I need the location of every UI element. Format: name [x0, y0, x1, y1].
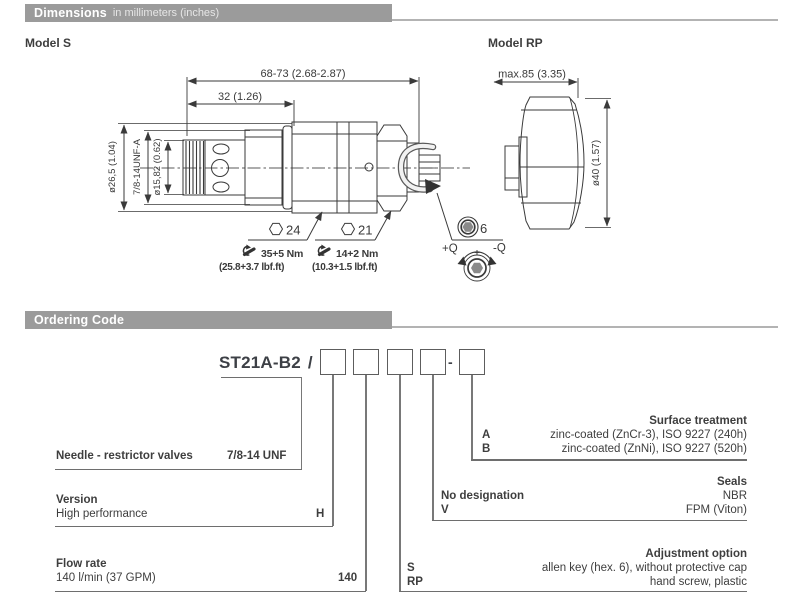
valve-type-rule: [55, 468, 302, 470]
version-rule: [55, 525, 333, 527]
adjustment-option-rp-code: RP: [407, 576, 423, 588]
torque-body-nm: 35+5 Nm: [261, 248, 303, 260]
dim-max-length: max.85 (3.35): [498, 69, 566, 81]
allen-socket-icon: [457, 216, 479, 238]
flow-rate-label: Flow rate: [56, 558, 107, 570]
flow-rate-code: 140: [338, 572, 358, 584]
connector-version: [332, 375, 334, 526]
allen-key-size-label: 6: [480, 221, 487, 236]
ordering-section-title: Ordering Code: [34, 313, 125, 327]
code-separator: /: [307, 353, 313, 372]
adjustment-title: Adjustment option: [645, 548, 747, 560]
connector-adjustment: [399, 375, 401, 591]
version-label: Version: [56, 494, 98, 506]
dimensions-header-rule: [392, 19, 778, 21]
surface-treatment-rule: [471, 459, 748, 461]
model-s-drawing: 24 35+5 Nm (25.8+3.7 lbf.ft) 21 14+2 Nm …: [107, 68, 506, 282]
version-description: High performance: [56, 508, 148, 520]
thread-spec-label: 7/8-14UNF-A: [132, 138, 143, 195]
locknut-hex: [376, 124, 408, 212]
model-rp-drawing: max.85 (3.35) ø40 (1.57): [493, 69, 611, 230]
torque-body-lbfft: (25.8+3.7 lbf.ft): [219, 262, 284, 273]
model-s-title: Model S: [25, 36, 72, 50]
connector-prefix-v: [301, 377, 303, 469]
valve-type-label: Needle - restrictor valves: [56, 450, 193, 462]
seals-rule: [432, 519, 748, 522]
dim-knob-diameter: ø40 (1.57): [591, 140, 602, 186]
hex-locknut-size-label: 21: [358, 223, 372, 238]
code-box-surface: [459, 349, 485, 375]
version-code: H: [316, 508, 325, 520]
seals-option-none-text: NBR: [722, 490, 747, 502]
flow-increase-label: +Q: [442, 243, 458, 255]
code-box-flow-rate: [353, 349, 379, 375]
code-prefix-text: ST21A-B2: [219, 353, 301, 372]
seals-title: Seals: [716, 476, 747, 488]
dim-nose-diameter: ø15,82 (0.62): [152, 138, 163, 195]
surface-option-b-code: B: [482, 443, 491, 455]
surface-option-a-text: zinc-coated (ZnCr-3), ISO 9227 (240h): [550, 429, 747, 441]
seals-option-v-text: FPM (Viton): [685, 504, 747, 516]
connector-flow-rate: [365, 375, 367, 591]
ordering-code-prefix: ST21A-B2 /: [219, 353, 313, 373]
flow-rate-rule: [55, 590, 366, 592]
hexagon-icon: [340, 222, 356, 236]
flow-decrease-label: -Q: [493, 243, 506, 255]
torque-locknut-nm: 14+2 Nm: [336, 248, 378, 260]
port-section: [204, 139, 246, 196]
dim-overall-length: 68-73 (2.68-2.87): [261, 68, 346, 80]
dimensions-section-title: Dimensions: [34, 6, 107, 20]
hex-body: [291, 121, 378, 214]
model-rp-title: Model RP: [488, 36, 543, 50]
code-dash: -: [448, 354, 453, 370]
dim-thread-length: 32 (1.26): [218, 91, 262, 103]
connector-surface: [471, 375, 473, 460]
dimensions-section-header: Dimensions in millimeters (inches): [25, 4, 392, 22]
surface-treatment-title: Surface treatment: [649, 415, 747, 427]
adjustment-option-s-code: S: [407, 562, 415, 574]
dim-body-diameter: ø26,5 (1.04): [107, 141, 118, 193]
adjustment-option-rp-text: hand screw, plastic: [649, 576, 747, 588]
connector-prefix-h: [221, 377, 302, 379]
adjustment-option-s-text: allen key (hex. 6), without protective c…: [541, 562, 747, 574]
code-box-adjustment: [387, 349, 413, 375]
ordering-section-header: Ordering Code: [25, 311, 392, 329]
code-box-version: [320, 349, 346, 375]
torque-locknut-lbfft: (10.3+1.5 lbf.ft): [312, 262, 377, 273]
flow-rate-description: 140 l/min (37 GPM): [56, 572, 156, 584]
rotation-arrow-icon: [457, 250, 497, 282]
adjustment-rule: [399, 590, 748, 592]
adjustment-arrow-icon: [397, 142, 441, 194]
seals-option-v-code: V: [441, 504, 449, 516]
ordering-header-rule: [392, 326, 778, 328]
dimensions-section-subtitle: in millimeters (inches): [112, 7, 220, 19]
surface-option-b-text: zinc-coated (ZnNi), ISO 9227 (520h): [561, 443, 747, 455]
surface-option-a-code: A: [482, 429, 491, 441]
hand-knob: [519, 96, 585, 230]
connector-seals: [432, 375, 434, 520]
code-box-seals: [420, 349, 446, 375]
seals-option-none-code: No designation: [441, 490, 525, 502]
hexagon-icon: [268, 222, 284, 236]
hex-body-size-label: 24: [286, 223, 300, 238]
valve-type-value: 7/8-14 UNF: [227, 450, 287, 462]
